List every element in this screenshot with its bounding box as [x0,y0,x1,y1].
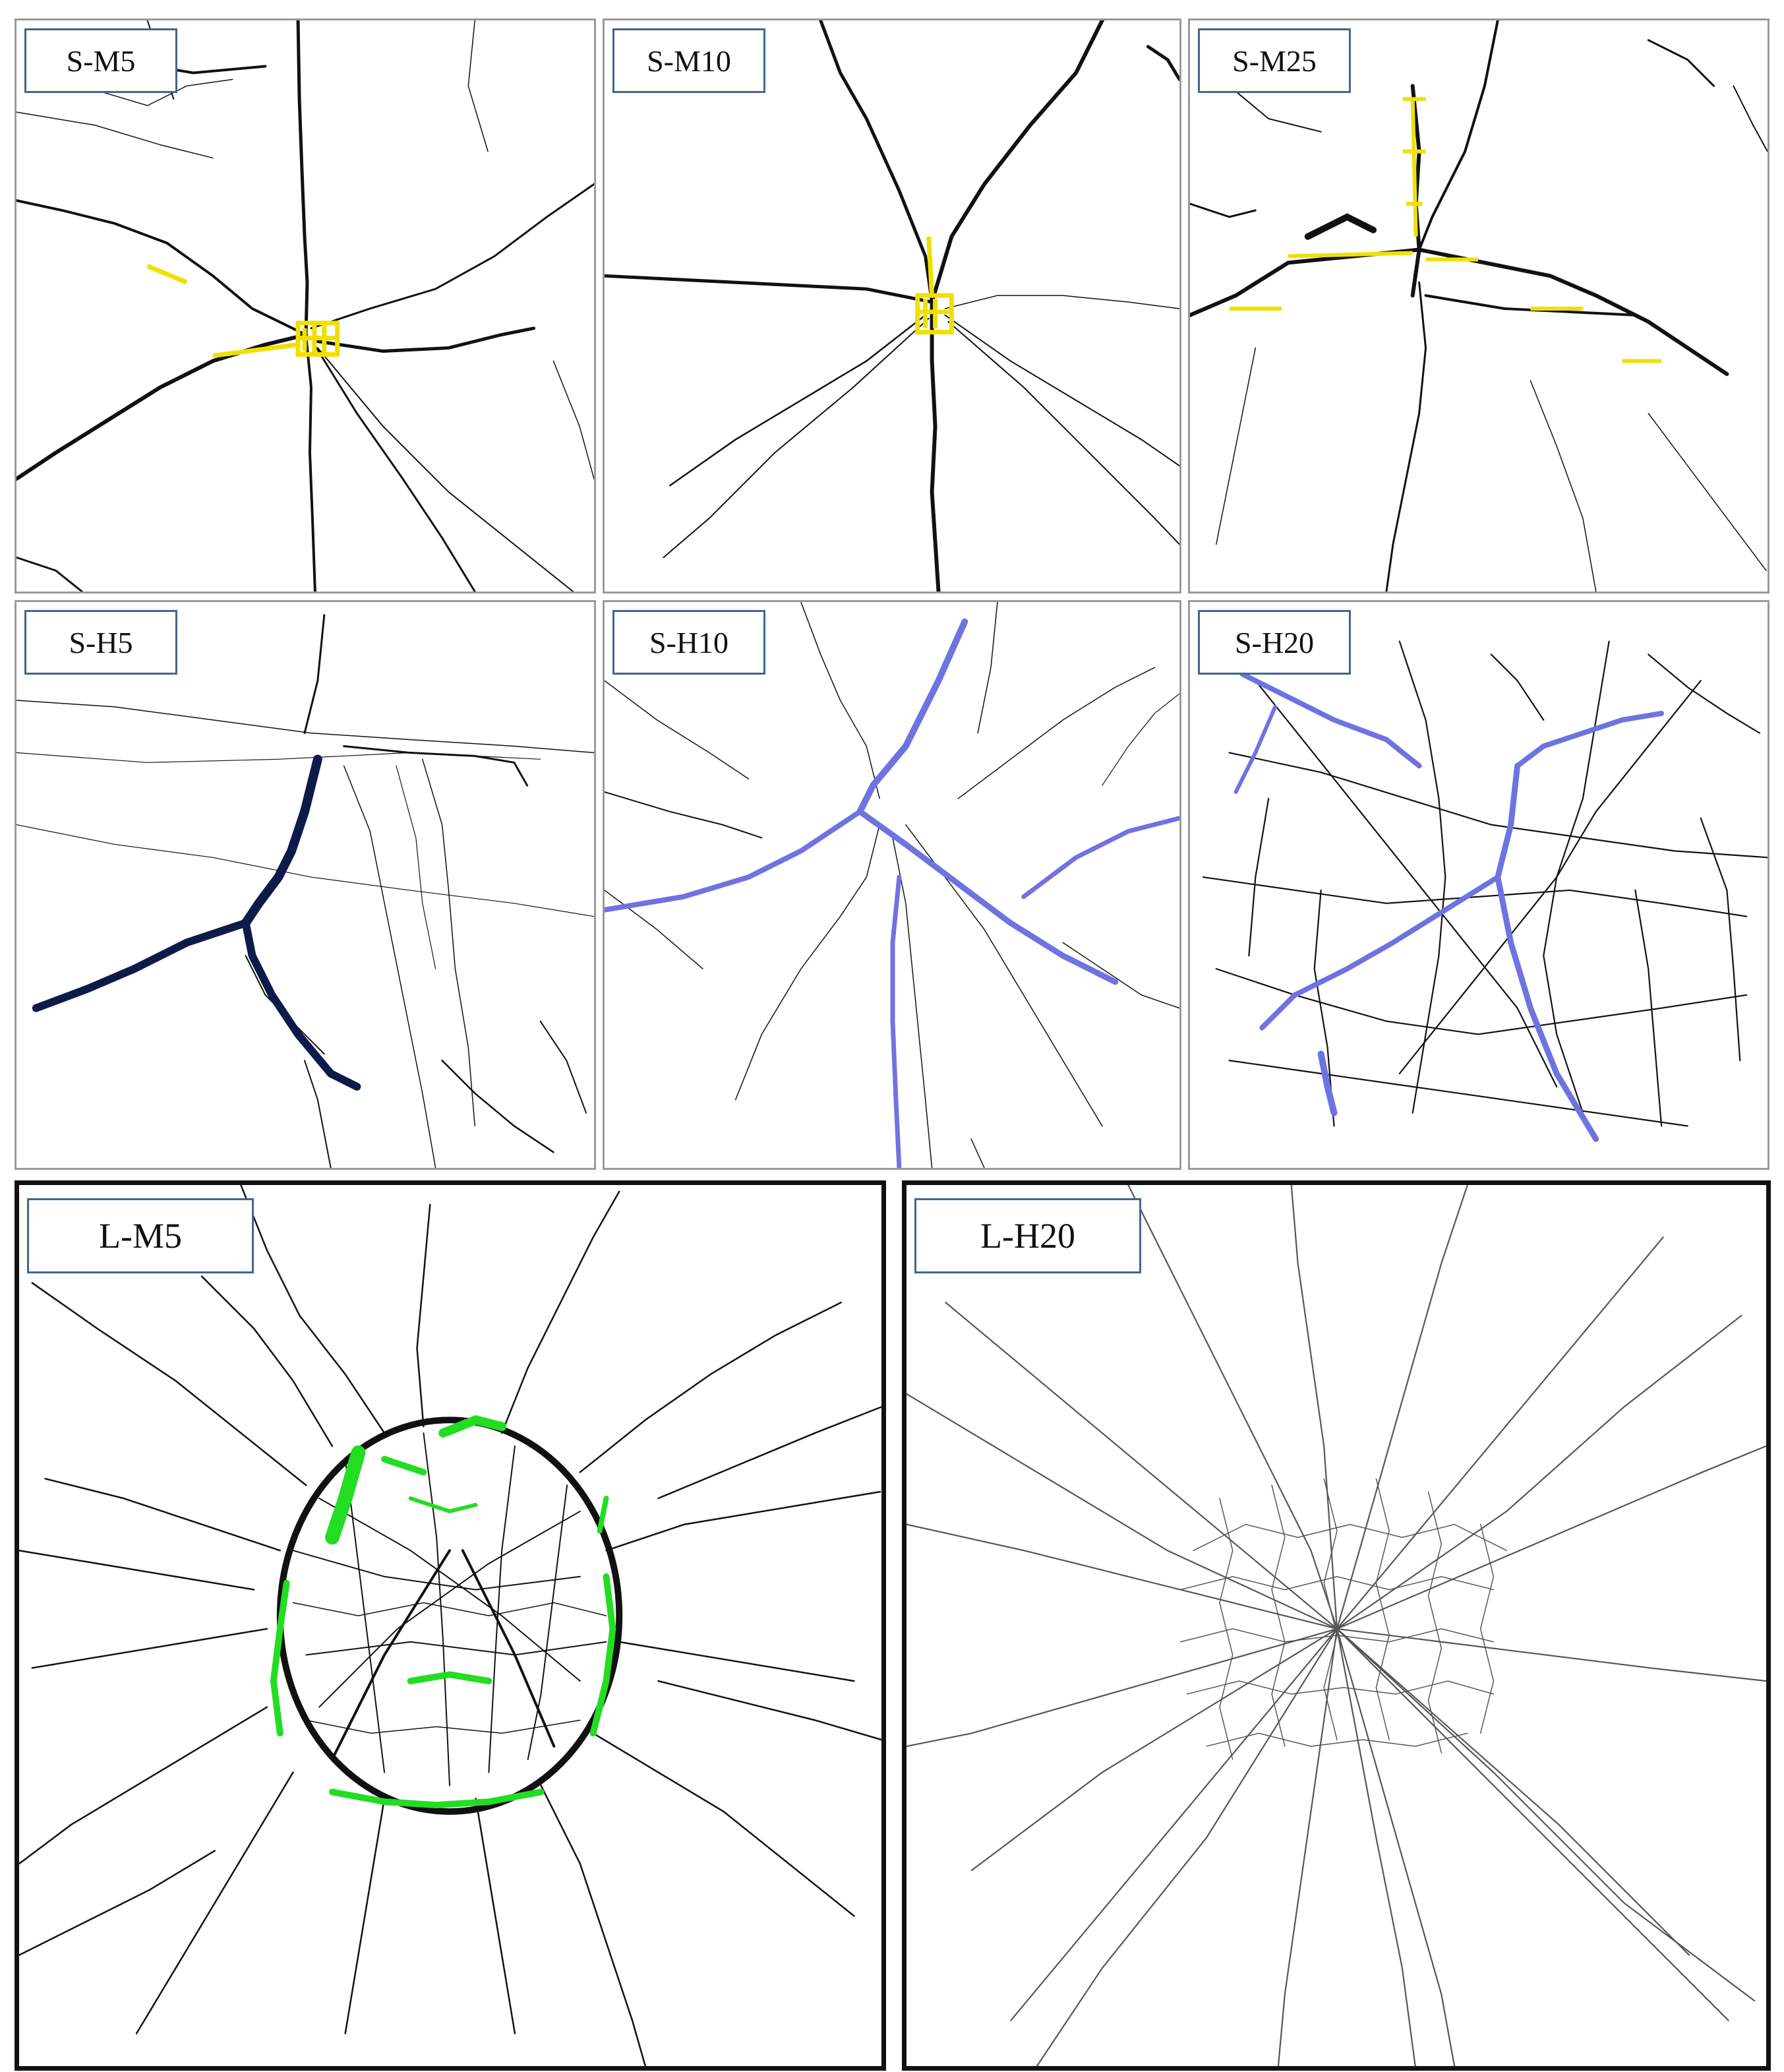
crack-map-s-m25 [1190,20,1768,592]
highlight-overlay-s-m10 [915,236,954,335]
highlight-overlay-l-m5 [270,1415,616,1809]
panel-label-s-h5: S-H5 [24,610,177,675]
highlight-overlay-s-h10 [605,618,1179,1168]
panel-label-s-h20: S-H20 [1198,610,1351,675]
panel-s-m5: S-M5 [15,18,596,594]
panel-s-h10: S-H10 [603,600,1181,1170]
crack-map-l-h20 [907,1185,1766,2066]
panel-s-h20: S-H20 [1188,600,1769,1170]
panel-label-s-m10: S-M10 [612,28,765,93]
panel-label-s-h10: S-H10 [612,610,765,675]
panel-l-h20: L-H20 [902,1180,1771,2071]
panel-s-m10: S-M10 [603,18,1181,594]
panel-l-m5: L-M5 [15,1180,886,2071]
panel-label-s-m5: S-M5 [24,28,177,93]
crack-map-s-h10 [605,602,1179,1168]
panel-s-h5: S-H5 [15,600,596,1170]
panel-label-s-m25: S-M25 [1198,28,1351,93]
highlight-overlay-s-h20 [1234,671,1665,1142]
panel-s-m25: S-M25 [1188,18,1769,594]
damage-zone-l-m5 [276,1417,623,1815]
highlight-overlay-s-h5 [32,754,361,1091]
crack-map-s-h20 [1202,640,1768,1142]
panel-label-l-h20: L-H20 [914,1198,1141,1273]
highlight-overlay-s-m25 [1229,97,1662,363]
crack-map-s-h5 [16,614,594,1168]
panel-label-l-m5: L-M5 [27,1198,254,1273]
crack-map-l-m5 [19,1185,881,2066]
damage-zone-l-h20 [1179,1478,1507,1760]
highlight-overlay-s-m5 [146,264,340,358]
crack-map-s-m10 [605,20,1179,592]
crack-map-s-m5 [16,20,594,592]
